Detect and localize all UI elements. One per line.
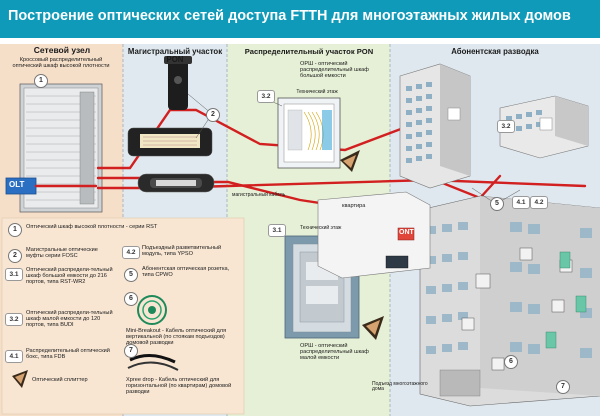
callout-3-2-right: 3.2 xyxy=(497,120,515,133)
section-title-network-node: Сетевой узел xyxy=(33,45,91,55)
legend-num-4-2: 4.2 xyxy=(122,246,140,259)
ont-label: ONT xyxy=(399,229,414,236)
legend-num-2: 2 xyxy=(8,249,22,263)
splitter-triangle-top xyxy=(340,150,360,172)
olt-label: OLT xyxy=(9,180,25,189)
legend-text-1: Оптический шкаф высокой плотности - сери… xyxy=(26,224,158,230)
legend-num-1: 1 xyxy=(8,223,22,237)
callout-6: 6 xyxy=(504,355,518,369)
fosc-closure-inline xyxy=(137,173,215,193)
callout-5: 5 xyxy=(490,197,504,211)
legend-num-7: 7 xyxy=(124,344,138,358)
tech-floor-top-label: Технический этаж xyxy=(296,89,338,95)
legend-num-3-2: 3.2 xyxy=(5,313,23,326)
legend-text-4-1: Распределительный оптический бокс, типа … xyxy=(26,348,110,360)
fosc-closure-large xyxy=(164,56,192,110)
page-title: Построение оптических сетей доступа FTTH… xyxy=(8,8,571,24)
header-bar xyxy=(0,0,600,38)
callout-4-1: 4.1 xyxy=(512,196,530,209)
callout-3-1: 3.1 xyxy=(268,224,286,237)
legend-num-6: 6 xyxy=(124,292,138,306)
ypso-modules xyxy=(545,251,587,349)
apartment-interior xyxy=(317,191,431,279)
splitter-triangle-bottom xyxy=(362,316,384,340)
building-main xyxy=(419,195,600,407)
fdb-boxes xyxy=(461,247,573,371)
legend-text-2: Магистральные оптические муфты серии FOS… xyxy=(26,247,98,259)
legend-num-3-1: 3.1 xyxy=(5,268,23,281)
legend-text-6: Mini-Breakout - Кабель оптический для ве… xyxy=(126,328,227,346)
section-title-distribution: Распределительный участок PON xyxy=(244,47,374,56)
callout-7: 7 xyxy=(556,380,570,394)
building-top-left xyxy=(399,63,471,189)
legend-text-4-2: Подъездный разветвительный модуль, типа … xyxy=(142,245,222,257)
legend-num-4-1: 4.1 xyxy=(5,350,23,363)
section-title-trunk: Магистральный участок PON xyxy=(127,47,223,65)
legend-num-5: 5 xyxy=(124,268,138,282)
legend-text-7: Xpree drop - Кабель оптический для гориз… xyxy=(126,377,232,395)
section-title-subscriber: Абонентская разводка xyxy=(451,47,539,56)
orsh-large-label: ОРШ - оптический распределительный шкаф … xyxy=(300,61,369,79)
tech-floor-label: Технический этаж xyxy=(300,225,342,231)
legend-splitter-icon xyxy=(12,370,28,388)
callout-4-2: 4.2 xyxy=(530,196,548,209)
legend-text-3-1: Оптический распредели-тельный шкаф больш… xyxy=(26,267,113,285)
orsh-large-cabinet xyxy=(277,97,341,169)
fosc-closure-open xyxy=(127,127,213,157)
legend-cable-coil-6 xyxy=(137,295,167,325)
network-node-subtitle: Кроссовый распределительный оптический ш… xyxy=(12,57,110,69)
entrance-label: Подъезд многоэтажного дома xyxy=(372,381,428,393)
cpwo-sockets xyxy=(447,107,553,131)
legend-text-3-2: Оптический распредели-тельный шкаф малой… xyxy=(26,310,113,328)
ont-box xyxy=(397,227,415,241)
legend-text-splitter: Оптический сплиттер xyxy=(32,377,88,383)
callout-2: 2 xyxy=(206,108,220,122)
callout-1: 1 xyxy=(34,74,48,88)
callout-3-2-top: 3.2 xyxy=(257,90,275,103)
legend-cable-7 xyxy=(127,354,179,371)
legend-text-5: Абонентская оптическая розетка, типа CPW… xyxy=(142,266,230,278)
apartment-label: квартира xyxy=(342,203,366,209)
orsh-small-label: ОРШ - оптический распределительный шкаф … xyxy=(300,343,369,361)
trunk-cable-label: магистральный кабель xyxy=(232,192,286,198)
